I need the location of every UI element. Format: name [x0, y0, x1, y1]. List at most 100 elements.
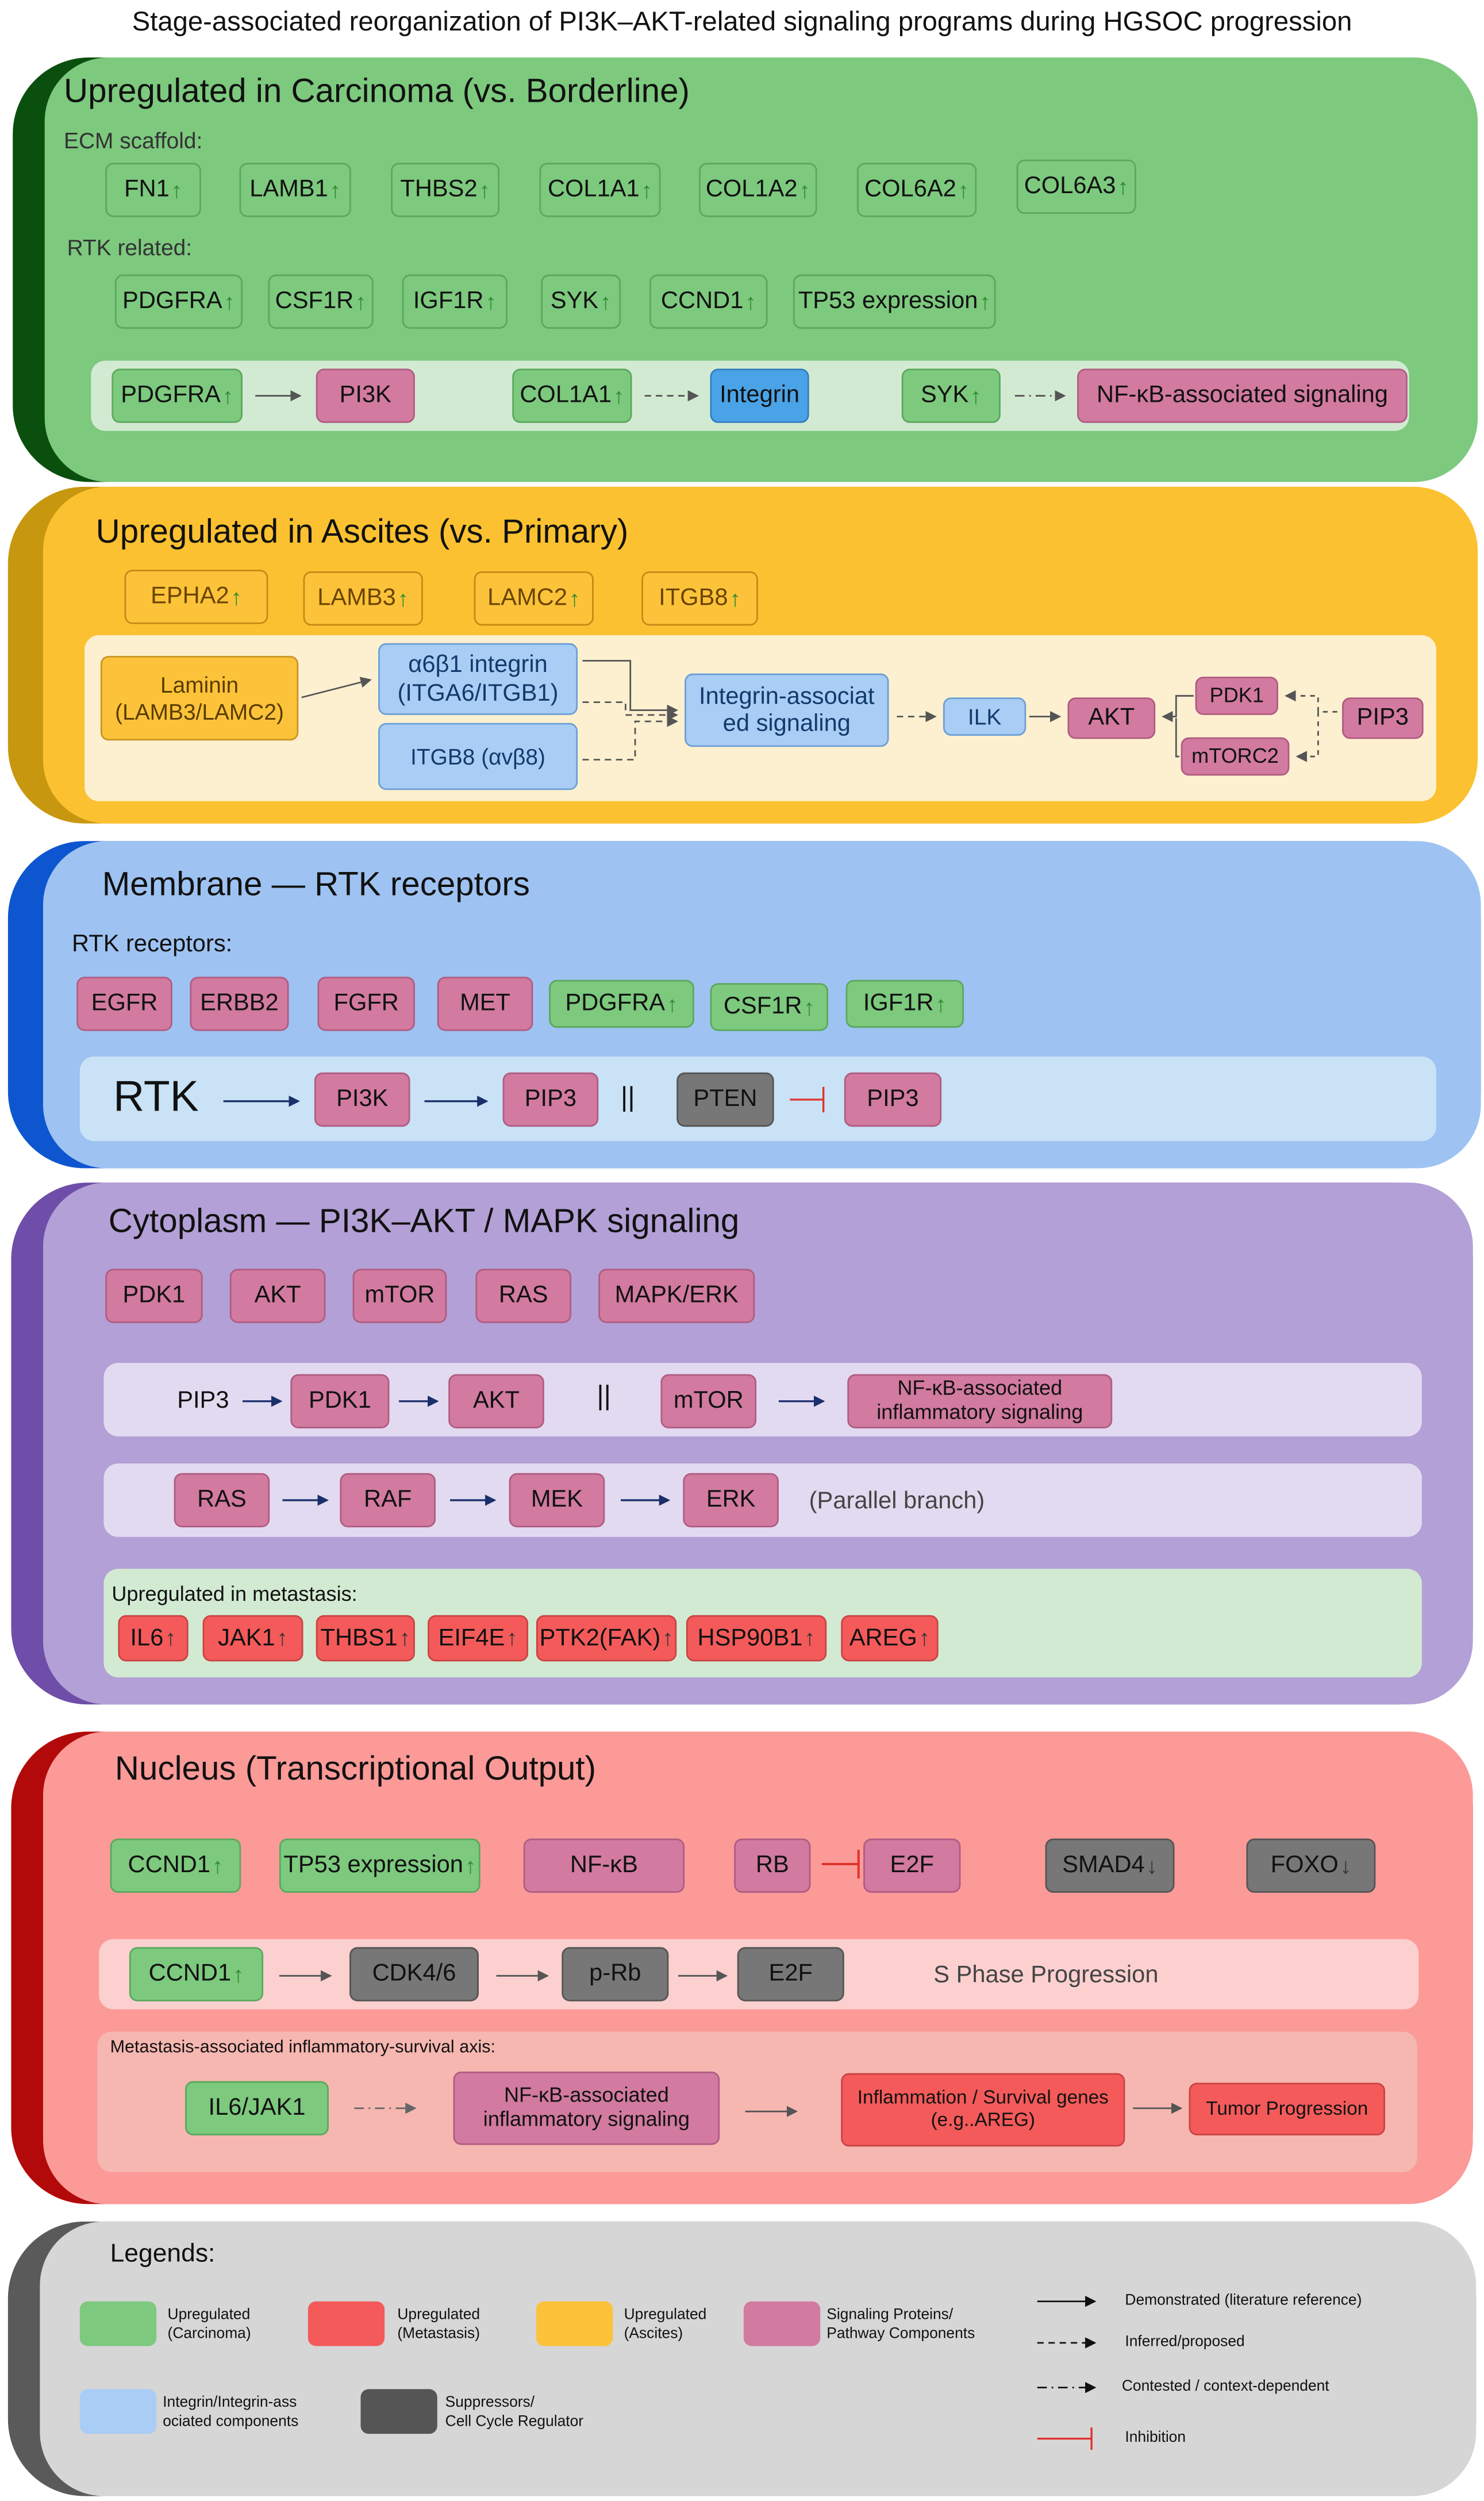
receptor-met: MET — [437, 977, 533, 1031]
legend-title: Legends: — [110, 2241, 216, 2268]
arrow-mtorc2-akt — [1175, 718, 1179, 758]
diagram-title: Stage-associated reorganization of PI3K–… — [132, 6, 1352, 37]
cyto-nfkb-inflammatory-signaling: NF-κB-associated inflammatory signaling — [847, 1374, 1113, 1428]
laminin-node: Laminin (LAMB3/LAMC2) — [100, 656, 299, 741]
carcinoma-title: Upregulated in Carcinoma (vs. Borderline… — [64, 73, 690, 110]
axis-inflammation-survival-genes: Inflammation / Survival genes (e.g..AREG… — [841, 2073, 1125, 2147]
gene-pdgfra: PDGFRA↑ — [114, 274, 243, 329]
membrane-pip3-inhibited: PIP3 — [844, 1072, 942, 1127]
gene-lamb1: LAMB1↑ — [239, 163, 351, 217]
pdk1-node: PDK1 — [1195, 677, 1278, 715]
cyto-ras: RAS — [174, 1473, 270, 1528]
arrow-pip3-mtorc2 — [1295, 712, 1319, 762]
nucleus-e2f: E2F — [863, 1838, 961, 1893]
upregulated-in-metastasis-label: Upregulated in metastasis: — [112, 1581, 357, 1606]
legend-swatch-suppressors — [360, 2389, 437, 2434]
nucleus-foxo: FOXO↓ — [1246, 1838, 1376, 1893]
meta-eif4e: EIF4E↑ — [428, 1615, 529, 1662]
cyto-pdk1: PDK1 — [290, 1374, 390, 1428]
path-nfkb-associated-signaling: NF-κB-associated signaling — [1077, 368, 1408, 423]
arrow-itgb8-signaling — [582, 716, 679, 761]
legend-swatch-carcinoma — [79, 2301, 157, 2346]
legend-text-carcinoma: Upregulated (Carcinoma) — [167, 2306, 251, 2343]
receptor-csf1r: CSF1R↑ — [710, 983, 829, 1031]
nucleus-tp53-expression: TP53 expression↑ — [279, 1838, 480, 1893]
cyto-erk: ERK — [683, 1473, 779, 1528]
legend-text-suppressors: Suppressors/ Cell Cycle Regulator — [445, 2394, 584, 2431]
cycle-e2f: E2F — [737, 1947, 844, 2001]
legend-swatch-metastasis — [307, 2301, 385, 2346]
gene-lamb3: LAMB3↑ — [303, 571, 423, 626]
integrin-associated-signaling-node: Integrin-associat ed signaling — [685, 673, 889, 747]
ascites-title: Upregulated in Ascites (vs. Primary) — [95, 514, 629, 551]
s-phase-progression-label: S Phase Progression — [933, 1961, 1159, 1989]
gene-fn1: FN1↑ — [105, 163, 201, 217]
gene-thbs2: THBS2↑ — [391, 163, 500, 217]
receptor-pdgfra: PDGFRA↑ — [549, 979, 694, 1028]
axis-tumor-progression: Tumor Progression — [1189, 2083, 1386, 2135]
gene-epha2: EPHA2↑ — [124, 570, 268, 624]
protein-mapk-erk: MAPK/ERK — [598, 1269, 755, 1323]
cyto-mek: MEK — [509, 1473, 605, 1528]
receptor-igf1r: IGF1R↑ — [845, 979, 964, 1028]
cyto-pip3: PIP3 — [177, 1386, 229, 1414]
cycle-cdk4-6: CDK4/6 — [349, 1947, 479, 2001]
pip3-node: PIP3 — [1342, 697, 1424, 739]
mtorc2-node: mTORC2 — [1181, 737, 1290, 776]
meta-areg: AREG↑ — [841, 1615, 939, 1662]
inflammatory-axis-label: Metastasis-associated inflammatory-survi… — [110, 2038, 496, 2057]
protein-mtor: mTOR — [352, 1269, 447, 1323]
axis-nfkb-inflammatory-signaling: NF-κB-associated inflammatory signaling — [453, 2071, 720, 2145]
membrane-pip3: PIP3 — [502, 1072, 599, 1127]
gene-syk: SYK↑ — [541, 274, 621, 329]
legend-text-integrin: Integrin/Integrin-ass ociated components — [163, 2394, 299, 2431]
arrow-pip3-pdk1 — [1285, 690, 1337, 713]
arrow-pdk1-akt — [1162, 695, 1194, 723]
protein-akt: AKT — [229, 1269, 326, 1323]
pten-node: PTEN — [676, 1072, 774, 1127]
gene-col6a3: COL6A3↑ — [1016, 159, 1136, 214]
legend-text-metastasis: Upregulated (Metastasis) — [397, 2306, 480, 2343]
legend-line-inferred: Inferred/proposed — [1125, 2333, 1245, 2351]
rtk-receptors-label: RTK receptors: — [71, 930, 233, 958]
rtk-related-label: RTK related: — [67, 235, 193, 260]
legend-line-contested: Contested / context-dependent — [1121, 2377, 1329, 2396]
membrane-separator: || — [621, 1082, 635, 1113]
protein-ras: RAS — [475, 1269, 571, 1323]
nucleus-rb: RB — [734, 1838, 811, 1893]
gene-igf1r: IGF1R↑ — [402, 274, 508, 329]
gene-col1a2: COL1A2↑ — [699, 163, 817, 217]
meta-jak1: JAK1↑ — [202, 1615, 303, 1662]
akt-node: AKT — [1067, 697, 1156, 739]
gene-tp53-expression: TP53 expression↑ — [793, 274, 996, 329]
cyto-mtor: mTOR — [660, 1374, 757, 1428]
protein-pdk1: PDK1 — [105, 1269, 203, 1323]
itgb8-node: ITGB8 (αvβ8) — [378, 723, 578, 790]
rtk-node: RTK — [113, 1072, 199, 1121]
legend-line-inhibition: Inhibition — [1125, 2429, 1186, 2447]
arrow-laminin-integrin — [301, 677, 372, 698]
gene-col1a1: COL1A1↑ — [539, 163, 661, 217]
cyto-separator: || — [597, 1380, 611, 1411]
path-integrin: Integrin — [710, 368, 809, 423]
cyto-raf: RAF — [340, 1473, 436, 1528]
nucleus-title: Nucleus (Transcriptional Output) — [114, 1750, 597, 1788]
cytoplasm-title: Cytoplasm — PI3K–AKT / MAPK signaling — [108, 1203, 740, 1240]
legend-text-ascites: Upregulated (Ascites) — [624, 2306, 707, 2343]
gene-itgb8: ITGB8↑ — [641, 571, 758, 626]
legend-swatch-integrin — [79, 2389, 157, 2434]
membrane-pi3k: PI3K — [314, 1072, 410, 1127]
gene-col6a2: COL6A2↑ — [856, 163, 977, 217]
meta-ptk2-fak: PTK2(FAK)↑ — [536, 1615, 677, 1662]
legend-swatch-signaling-proteins — [743, 2301, 821, 2346]
receptor-fgfr: FGFR — [317, 977, 415, 1031]
meta-thbs1: THBS1↑ — [316, 1615, 415, 1662]
receptor-erbb2: ERBB2 — [190, 977, 289, 1031]
legend-swatch-ascites — [536, 2301, 613, 2346]
ecm-scaffold-label: ECM scaffold: — [64, 128, 203, 153]
gene-csf1r: CSF1R↑ — [268, 274, 374, 329]
path-syk: SYK↑ — [901, 368, 1001, 423]
path-col1a1: COL1A1↑ — [512, 368, 632, 423]
